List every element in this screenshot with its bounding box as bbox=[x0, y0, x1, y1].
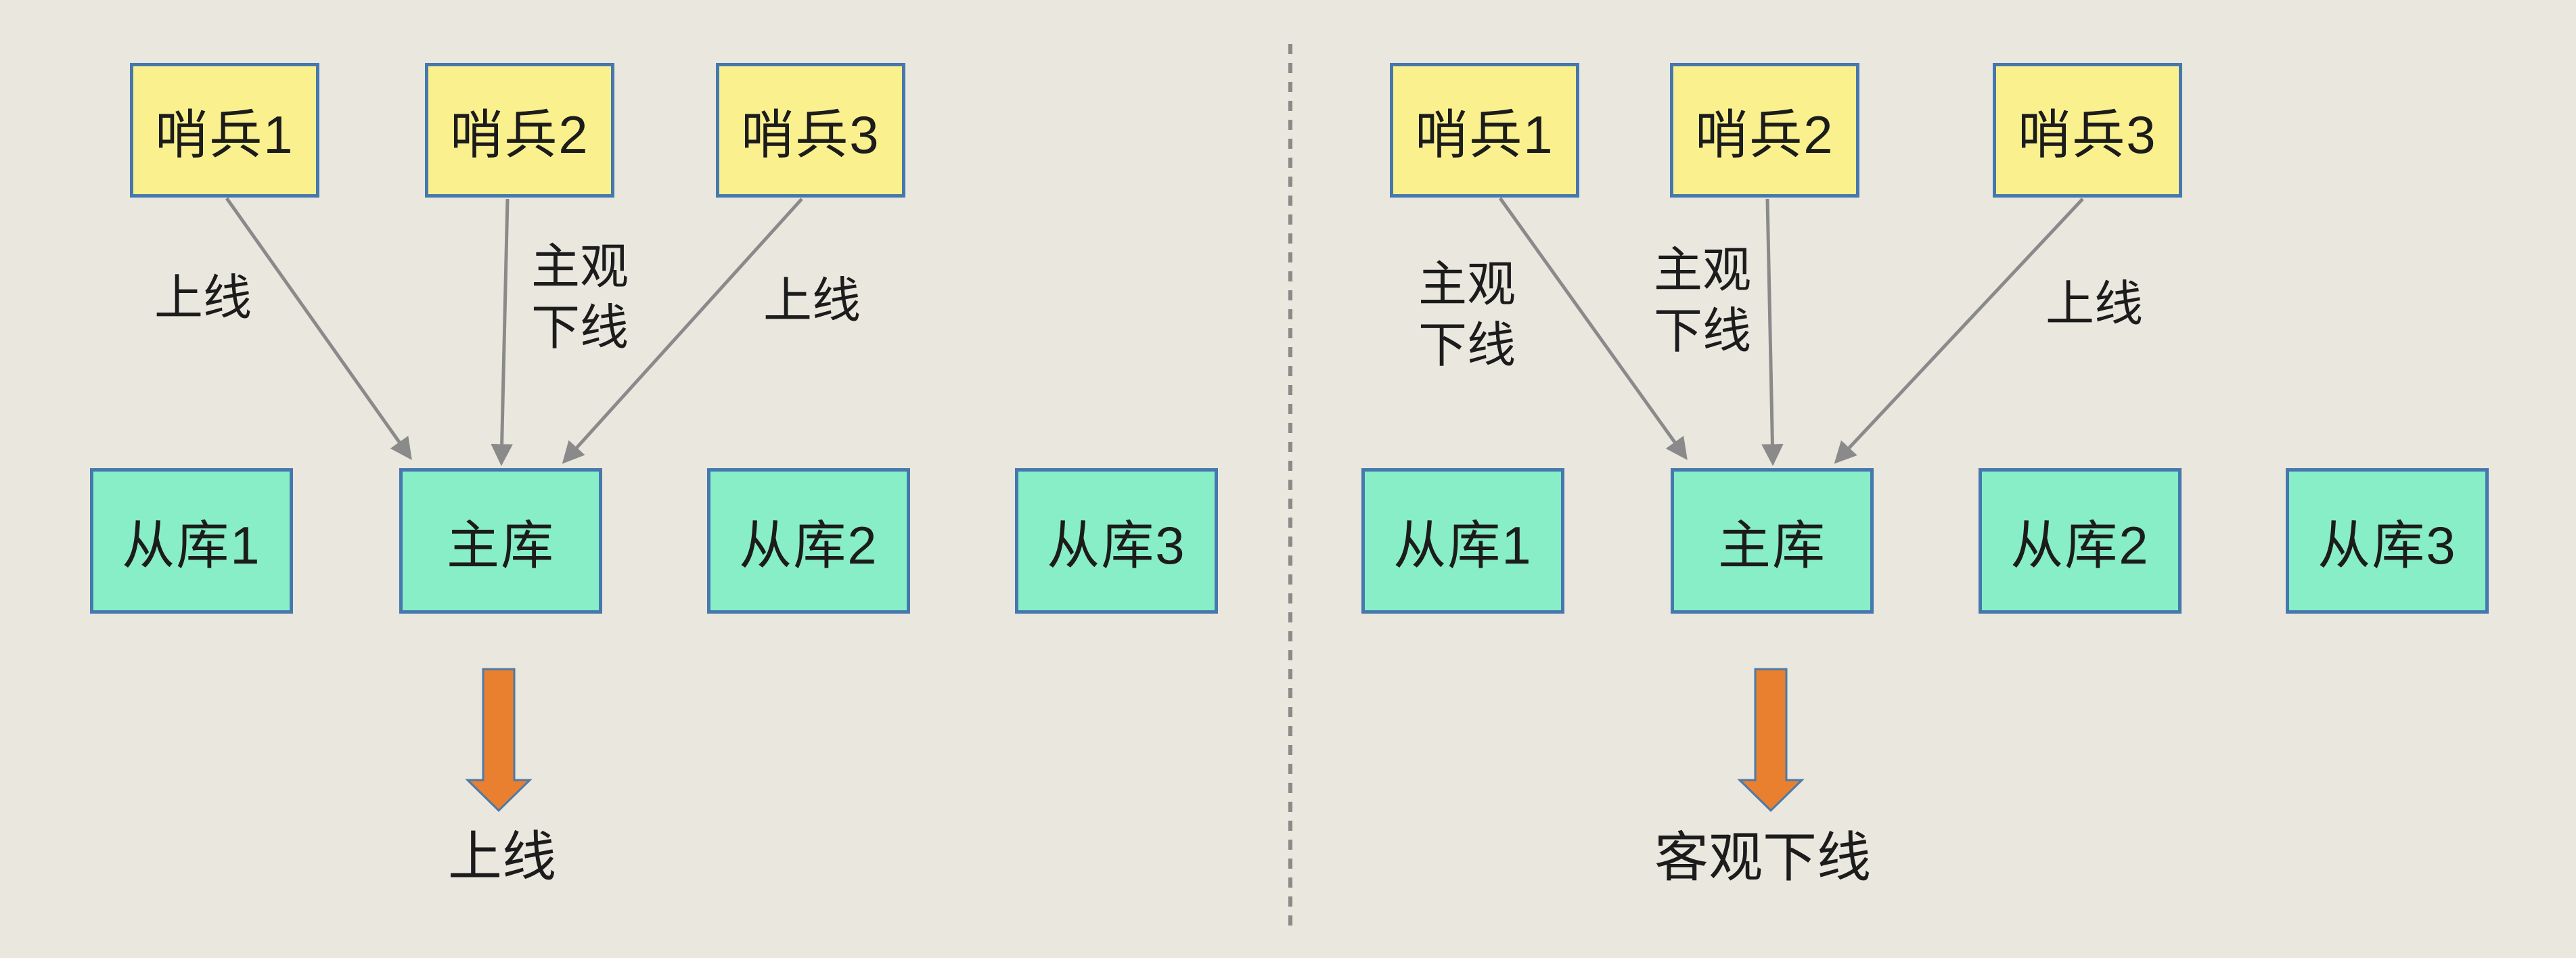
left-replica-3-label: 从库3 bbox=[1047, 515, 1186, 575]
right-connector-sentinel1-arrow bbox=[1498, 197, 1688, 460]
left-result-label: 上线 bbox=[448, 827, 556, 887]
right-result-arrow-icon bbox=[1737, 668, 1805, 813]
left-replica-2-box: 从库2 bbox=[707, 468, 910, 614]
right-edge-label-3: 上线 bbox=[2045, 277, 2144, 332]
right-sentinel-1-box: 哨兵1 bbox=[1390, 63, 1579, 198]
left-edge-label-3: 上线 bbox=[763, 274, 861, 328]
left-sentinel-3-label: 哨兵3 bbox=[741, 104, 880, 164]
right-replica-3-label: 从库3 bbox=[2318, 515, 2457, 575]
left-edge-label-2: 主观 下线 bbox=[530, 240, 629, 355]
left-sentinel-3-box: 哨兵3 bbox=[716, 63, 905, 198]
right-master-box: 主库 bbox=[1671, 468, 1874, 614]
left-sentinel-1-label: 哨兵1 bbox=[155, 104, 294, 164]
left-sentinel-1-box: 哨兵1 bbox=[130, 63, 319, 198]
right-replica-2-label: 从库2 bbox=[2010, 515, 2150, 575]
left-replica-1-box: 从库1 bbox=[90, 468, 293, 614]
right-sentinel-2-box: 哨兵2 bbox=[1670, 63, 1859, 198]
right-replica-3-box: 从库3 bbox=[2286, 468, 2489, 614]
left-master-label: 主库 bbox=[446, 515, 555, 575]
right-sentinel-1-label: 哨兵1 bbox=[1415, 104, 1554, 164]
left-connector-sentinel1-arrow bbox=[225, 197, 412, 460]
left-replica-3-box: 从库3 bbox=[1015, 468, 1218, 614]
right-sentinel-3-label: 哨兵3 bbox=[2018, 104, 2157, 164]
right-replica-2-box: 从库2 bbox=[1979, 468, 2182, 614]
left-sentinel-2-box: 哨兵2 bbox=[425, 63, 614, 198]
right-sentinel-2-label: 哨兵2 bbox=[1695, 104, 1834, 164]
right-connector-sentinel2-arrow bbox=[1761, 198, 1784, 466]
right-replica-1-label: 从库1 bbox=[1393, 515, 1533, 575]
right-replica-1-box: 从库1 bbox=[1361, 468, 1564, 614]
left-replica-2-label: 从库2 bbox=[739, 515, 878, 575]
left-connector-sentinel3-arrow bbox=[562, 198, 803, 464]
right-edge-label-1: 主观 下线 bbox=[1418, 258, 1516, 373]
right-master-label: 主库 bbox=[1717, 515, 1826, 575]
right-result-label: 客观下线 bbox=[1654, 827, 1871, 888]
left-connector-sentinel2-arrow bbox=[491, 198, 513, 466]
right-connector-sentinel3-arrow bbox=[1834, 198, 2084, 464]
left-result-arrow-icon bbox=[465, 668, 533, 813]
left-master-box: 主库 bbox=[399, 468, 602, 614]
left-edge-label-1: 上线 bbox=[154, 271, 252, 325]
right-edge-label-2: 主观 下线 bbox=[1653, 244, 1752, 359]
left-sentinel-2-label: 哨兵2 bbox=[450, 104, 589, 164]
left-replica-1-label: 从库1 bbox=[122, 515, 261, 575]
right-sentinel-3-box: 哨兵3 bbox=[1993, 63, 2182, 198]
